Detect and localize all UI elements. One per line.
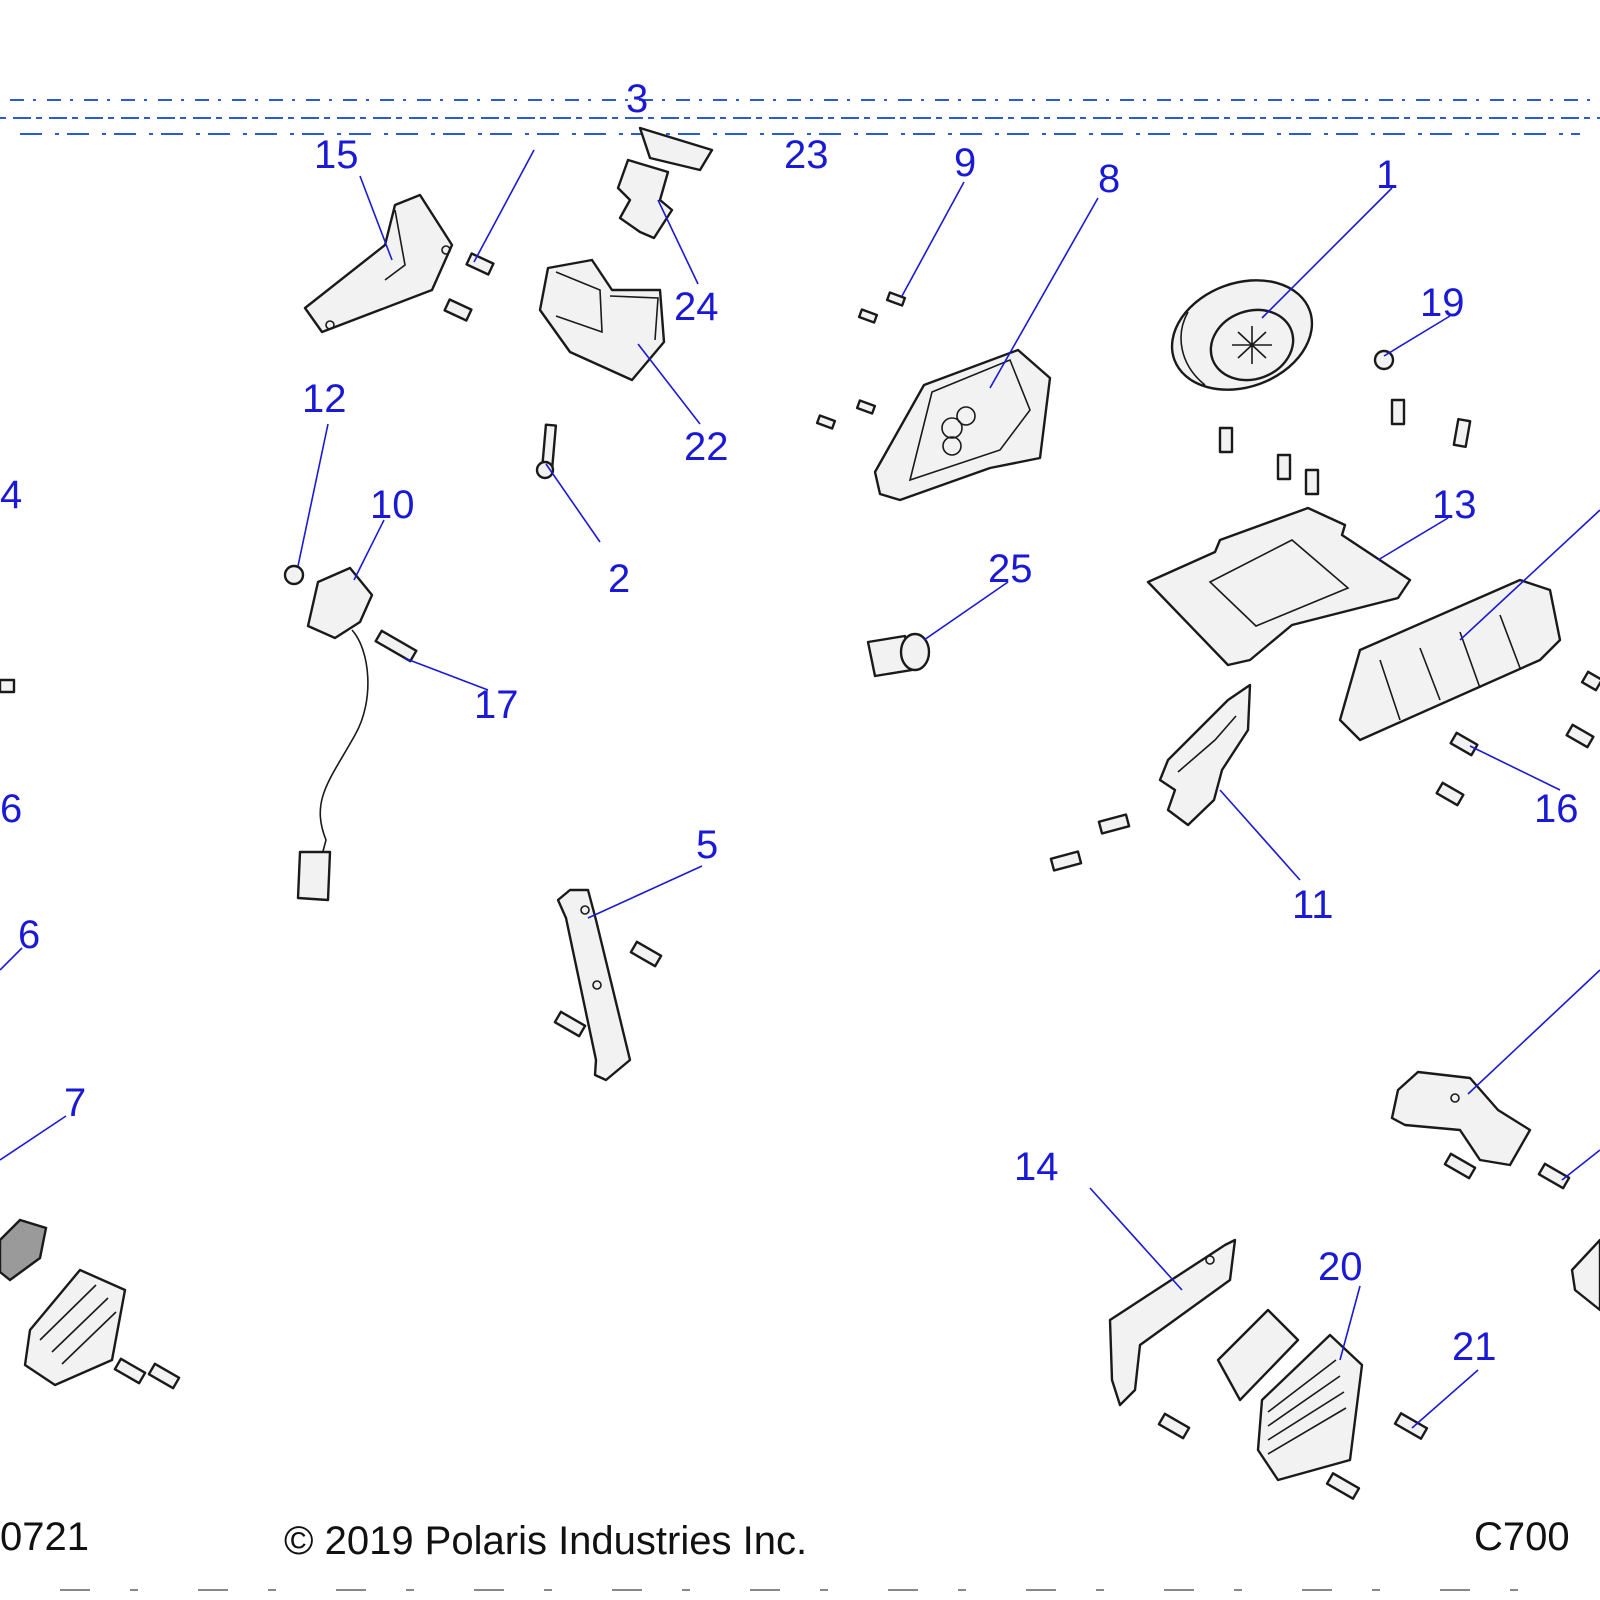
bolt-icon: [1049, 813, 1131, 872]
part-1-grommet: [1170, 279, 1314, 391]
callout-15: 15: [314, 133, 359, 177]
callout-20: 20: [1318, 1245, 1363, 1289]
footer-right-code: C700: [1474, 1515, 1570, 1559]
bolt-icon: [443, 252, 495, 322]
callout-19: 19: [1420, 281, 1465, 325]
callout-17: 17: [474, 683, 519, 727]
leader-lines: [0, 149, 1600, 1429]
callout-25: 25: [988, 547, 1033, 591]
callout-23: 23: [784, 133, 829, 177]
bolt-icon: [553, 940, 663, 1038]
callout-6: 6: [18, 913, 40, 957]
part-5-bracket: [556, 888, 632, 1082]
part-20-regulator: [1256, 1333, 1364, 1482]
scan-artifact-strip: [0, 99, 1600, 135]
callout-2: 2: [608, 557, 630, 601]
part-21-bolts: [1325, 1412, 1429, 1500]
part-15-bracket: [303, 193, 454, 334]
callout-11: 11: [1292, 883, 1334, 927]
part-11-bracket: [1158, 683, 1252, 827]
callout-6-left: 6: [0, 787, 22, 831]
bolt-icon: [0, 678, 181, 1390]
copyright-notice: © 2019 Polaris Industries Inc.: [284, 1519, 807, 1563]
part-16-screws: [1435, 670, 1600, 807]
callout-9: 9: [954, 141, 976, 185]
callout-10: 10: [370, 483, 415, 527]
part-bracket-right: [1390, 1070, 1532, 1167]
part-thermal-pad: [1216, 1308, 1300, 1402]
part-8-ecu: [873, 348, 1052, 502]
callout-4: 4: [0, 473, 22, 517]
callout-13: 13: [1432, 483, 1477, 527]
callout-5: 5: [696, 823, 718, 867]
part-13-plate: [1146, 506, 1412, 667]
bolt-icon: [1157, 1412, 1191, 1440]
part-17-bolt: [374, 629, 418, 663]
callout-22: 22: [684, 425, 729, 469]
callouts: 1 3 2 4 5 6 6 7 8 9 10 11 12 13 14 15 16…: [0, 77, 1579, 1369]
bolt-icon: [1443, 1152, 1571, 1190]
part-7-regulator: [0, 1218, 127, 1387]
footer: 0721 © 2019 Polaris Industries Inc. C700: [0, 1515, 1570, 1563]
callout-21: 21: [1452, 1325, 1497, 1369]
callout-12: 12: [302, 377, 347, 421]
part-19-screws: [1218, 349, 1472, 496]
part-14-bracket: [1108, 1238, 1237, 1407]
part-12-nut: [283, 564, 305, 586]
part-22-relay: [538, 258, 666, 382]
part-24-clip: [616, 126, 714, 240]
part-switch-panel: [1338, 578, 1562, 742]
part-2-screw: [535, 423, 558, 480]
callout-8: 8: [1098, 157, 1120, 201]
callout-7: 7: [64, 1081, 86, 1125]
part-partial-right: [1570, 1238, 1600, 1312]
callout-16: 16: [1534, 787, 1579, 831]
callout-3: 3: [626, 77, 648, 121]
part-9-screws: [815, 291, 907, 430]
footer-left-code: 0721: [0, 1515, 89, 1559]
callout-14: 14: [1014, 1145, 1059, 1189]
callout-1: 1: [1376, 153, 1398, 197]
part-25-socket: [866, 632, 931, 678]
callout-24: 24: [674, 285, 719, 329]
part-10-sensor: [296, 566, 374, 902]
